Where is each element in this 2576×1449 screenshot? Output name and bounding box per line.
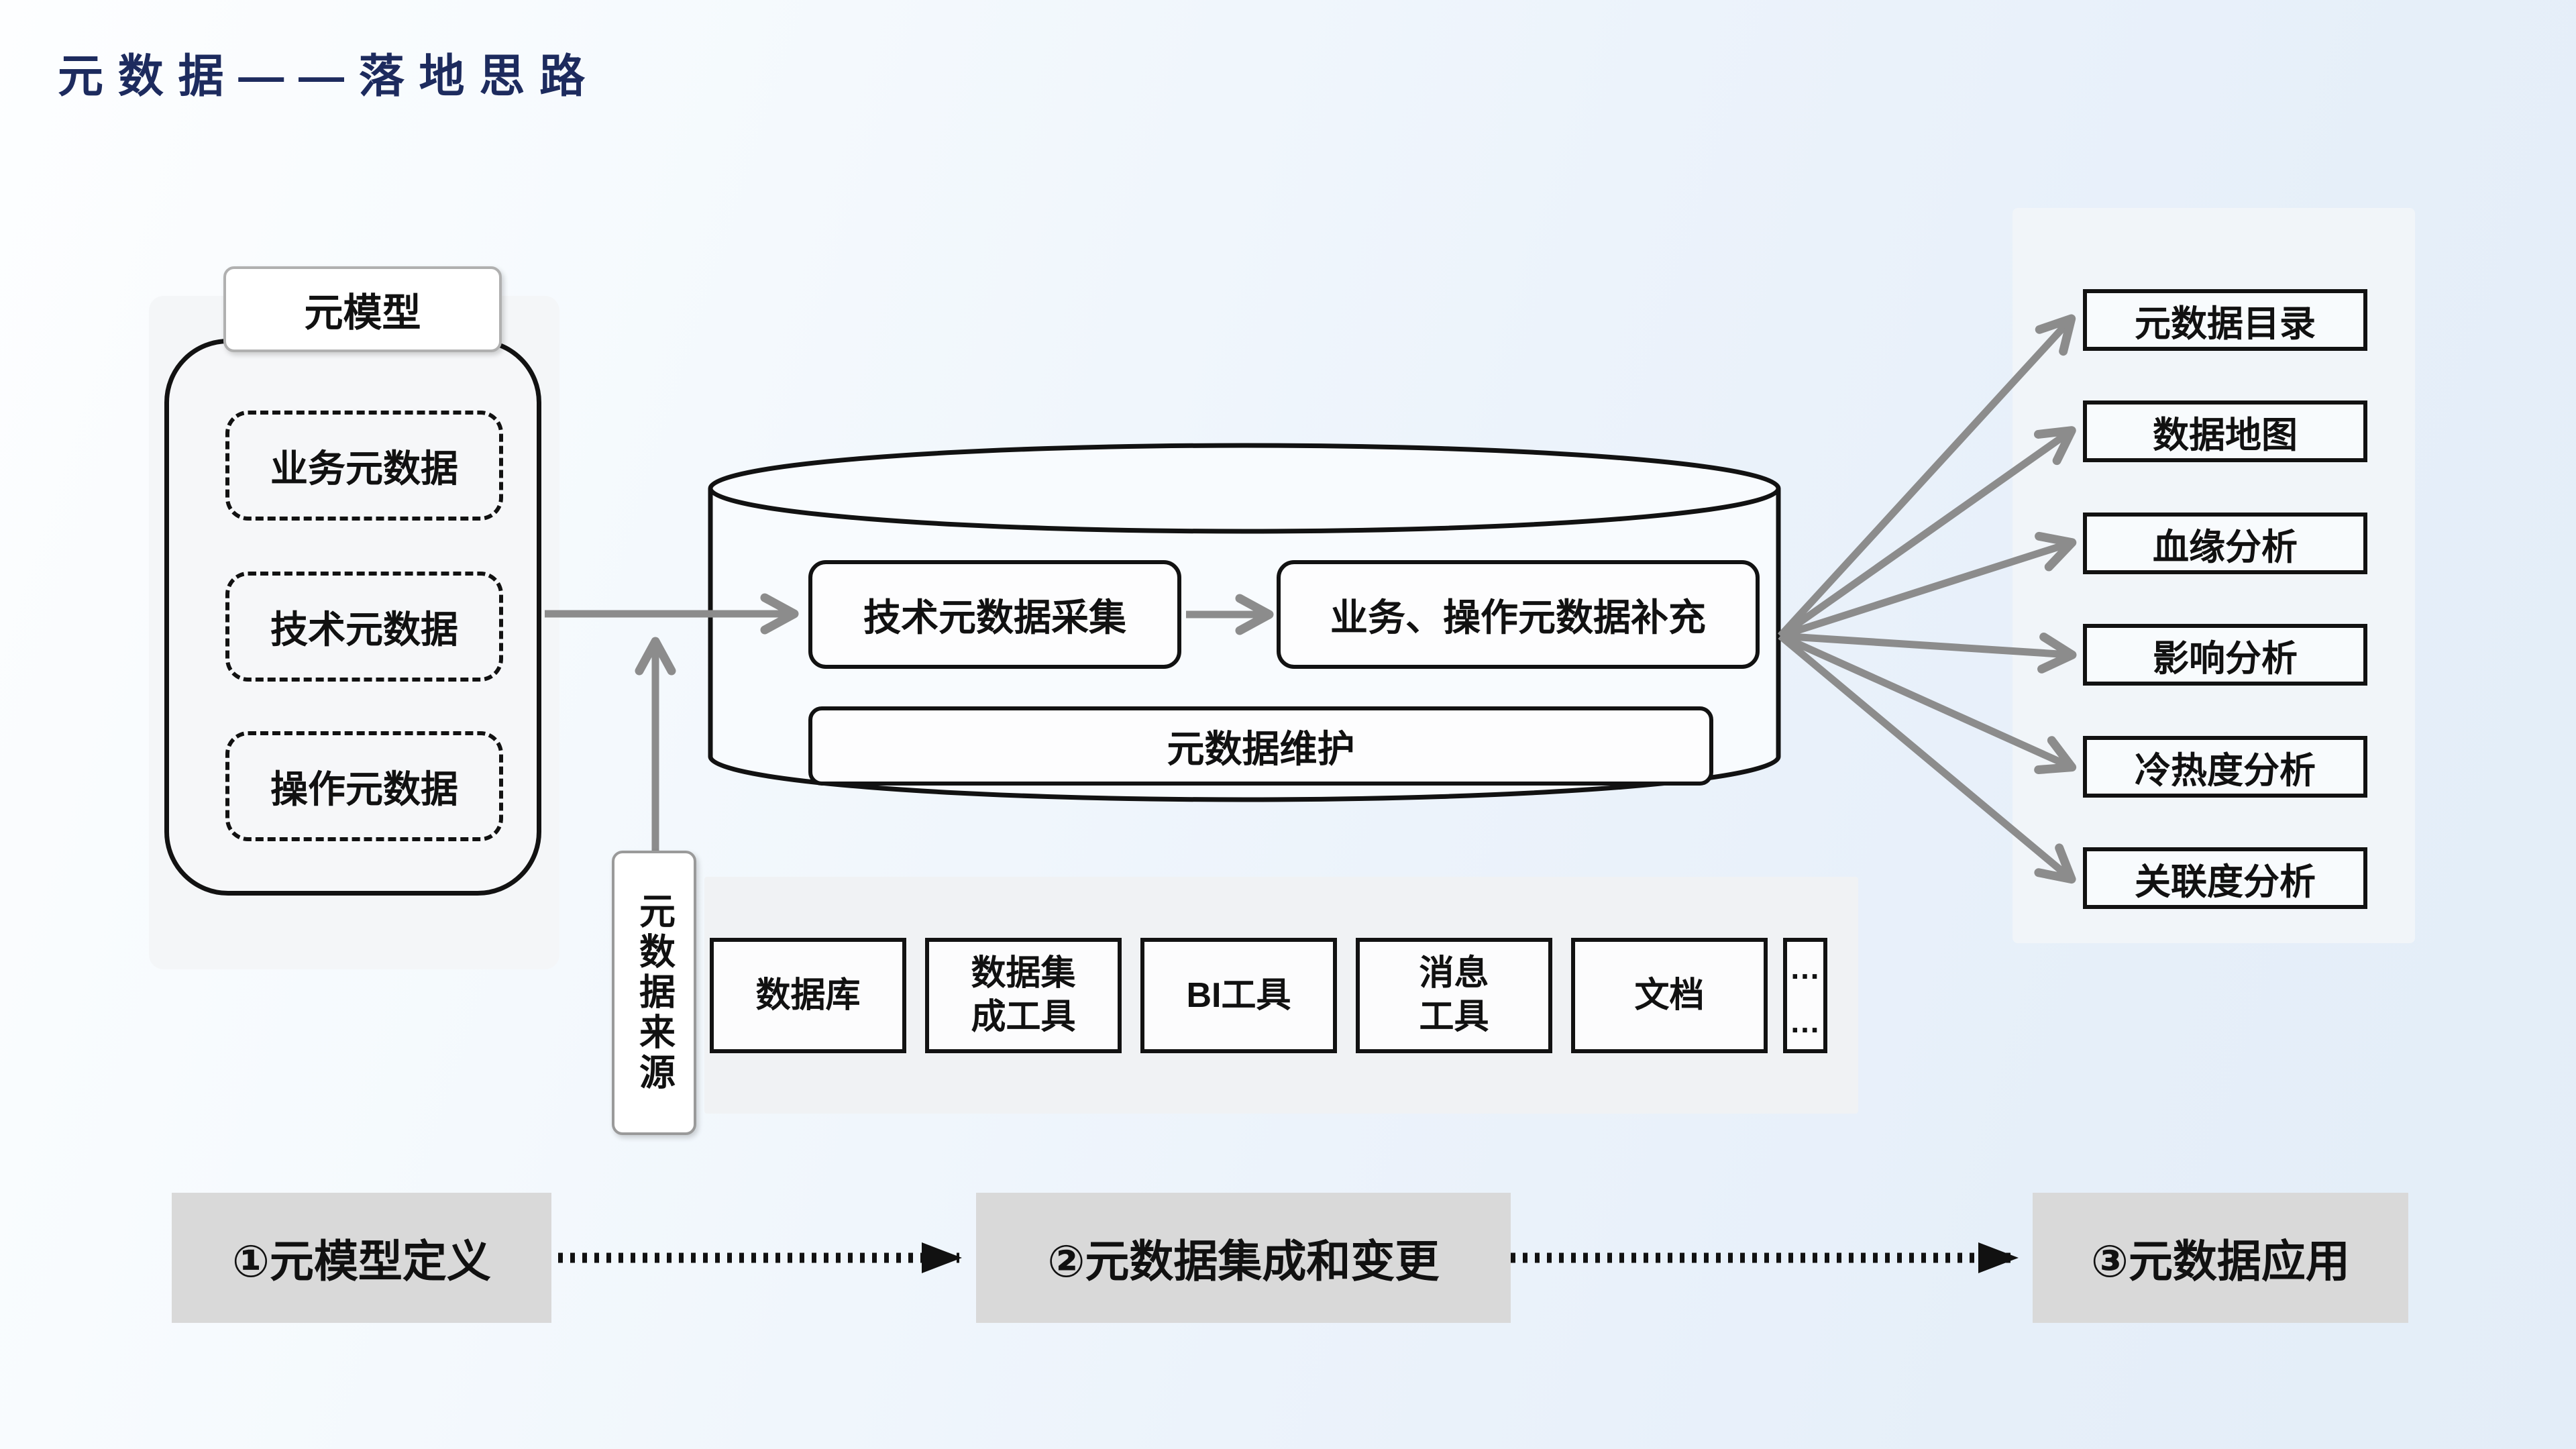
tool-box-bi: BI工具 bbox=[1140, 938, 1337, 1053]
application-box-catalog: 元数据目录 bbox=[2083, 289, 2367, 351]
application-box-correlation: 关联度分析 bbox=[2083, 847, 2367, 909]
meta-model-item-business: 业务元数据 bbox=[225, 411, 503, 521]
sources-tab: 元数据来源 bbox=[612, 851, 696, 1135]
application-box-lineage: 血缘分析 bbox=[2083, 513, 2367, 574]
ellipsis-bottom: … bbox=[1789, 1004, 1821, 1040]
application-box-hotcold: 冷热度分析 bbox=[2083, 736, 2367, 798]
maintain-box: 元数据维护 bbox=[808, 706, 1713, 786]
tool-box-message: 消息 工具 bbox=[1356, 938, 1552, 1053]
tool-box-integration: 数据集 成工具 bbox=[925, 938, 1122, 1053]
page-title: 元数据——落地思路 bbox=[58, 51, 600, 102]
application-box-impact: 影响分析 bbox=[2083, 624, 2367, 686]
step-box-2: ②元数据集成和变更 bbox=[976, 1193, 1511, 1323]
tool-box-document: 文档 bbox=[1571, 938, 1768, 1053]
supplement-box: 业务、操作元数据补充 bbox=[1277, 560, 1760, 669]
ellipsis-top: … bbox=[1789, 951, 1821, 986]
tool-box-database: 数据库 bbox=[710, 938, 906, 1053]
collect-box: 技术元数据采集 bbox=[808, 560, 1181, 669]
application-box-map: 数据地图 bbox=[2083, 400, 2367, 462]
meta-model-tab: 元模型 bbox=[223, 266, 502, 352]
meta-model-item-operational: 操作元数据 bbox=[225, 731, 503, 841]
tool-box-more: … … bbox=[1783, 938, 1827, 1053]
step-box-3: ③元数据应用 bbox=[2033, 1193, 2408, 1323]
step-box-1: ①元模型定义 bbox=[172, 1193, 551, 1323]
meta-model-item-technical: 技术元数据 bbox=[225, 572, 503, 682]
